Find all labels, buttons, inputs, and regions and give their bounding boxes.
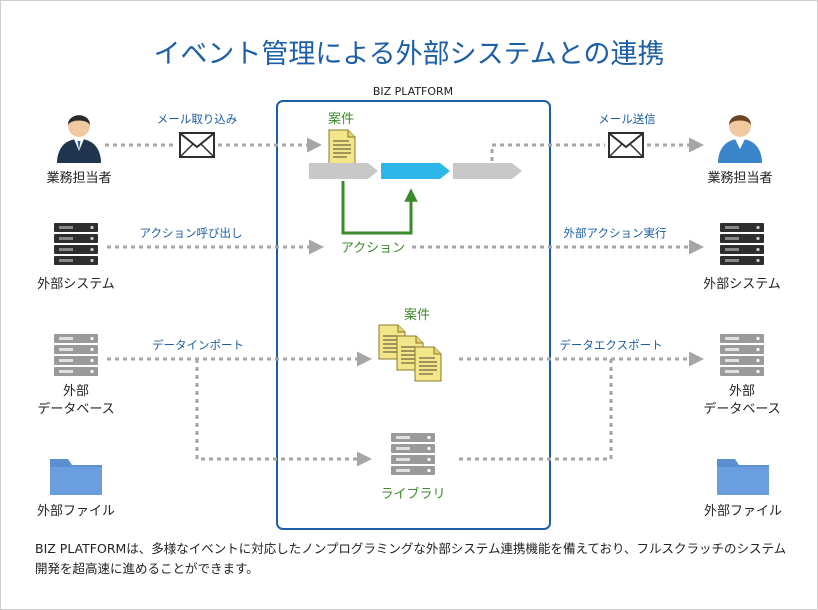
step-chevron-3 [453,163,522,179]
server-icon [720,223,764,265]
folder-icon [717,459,769,495]
case-top-label: 案件 [328,112,354,127]
data-export-label: データエクスポート [559,338,662,352]
envelope-icon [179,132,215,158]
step-chevron-1 [309,163,378,179]
right-db-label-2: データベース [703,401,780,417]
left-file-label: 外部ファイル [37,504,115,519]
right-staff-label: 業務担当者 [707,170,772,186]
left-system-label: 外部システム [37,277,115,292]
caption-text: BIZ PLATFORMは、多様なイベントに対応したノンプログラミングな外部シス… [35,541,787,576]
folder-icon [50,459,102,495]
platform-label: BIZ PLATFORM [373,85,453,98]
action-call-label: アクション呼び出し [140,226,243,240]
database-icon [391,433,435,475]
case-mid-label: 案件 [404,308,430,323]
right-system-label: 外部システム [703,277,781,292]
left-staff-label: 業務担当者 [46,170,111,186]
server-icon [54,223,98,265]
action-loop-arrow [341,181,418,235]
action-label: アクション [341,241,405,256]
database-icon [720,334,764,376]
left-db-label-2: データベース [37,401,114,417]
step-chevron-2 [381,163,450,179]
mail-out-label: メール送信 [598,112,656,126]
library-import-arrow [195,359,372,467]
mail-in-label: メール取り込み [157,112,238,126]
document-icon [414,346,442,382]
right-db-label-1: 外部 [729,384,755,399]
envelope-icon [608,132,644,158]
document-icon [328,129,356,165]
diagram-title: イベント管理による外部システムとの連携 [153,39,664,70]
data-import-label: データインポート [152,338,244,352]
database-icon [54,334,98,376]
platform-box [276,100,551,530]
person-icon [57,115,101,163]
left-db-label-1: 外部 [63,384,89,399]
library-export-connector [459,359,613,461]
right-file-label: 外部ファイル [704,504,782,519]
action-exec-label: 外部アクション実行 [564,226,667,240]
person-icon [718,115,762,163]
mail-out-connector [490,143,605,161]
library-label: ライブラリ [380,486,445,502]
